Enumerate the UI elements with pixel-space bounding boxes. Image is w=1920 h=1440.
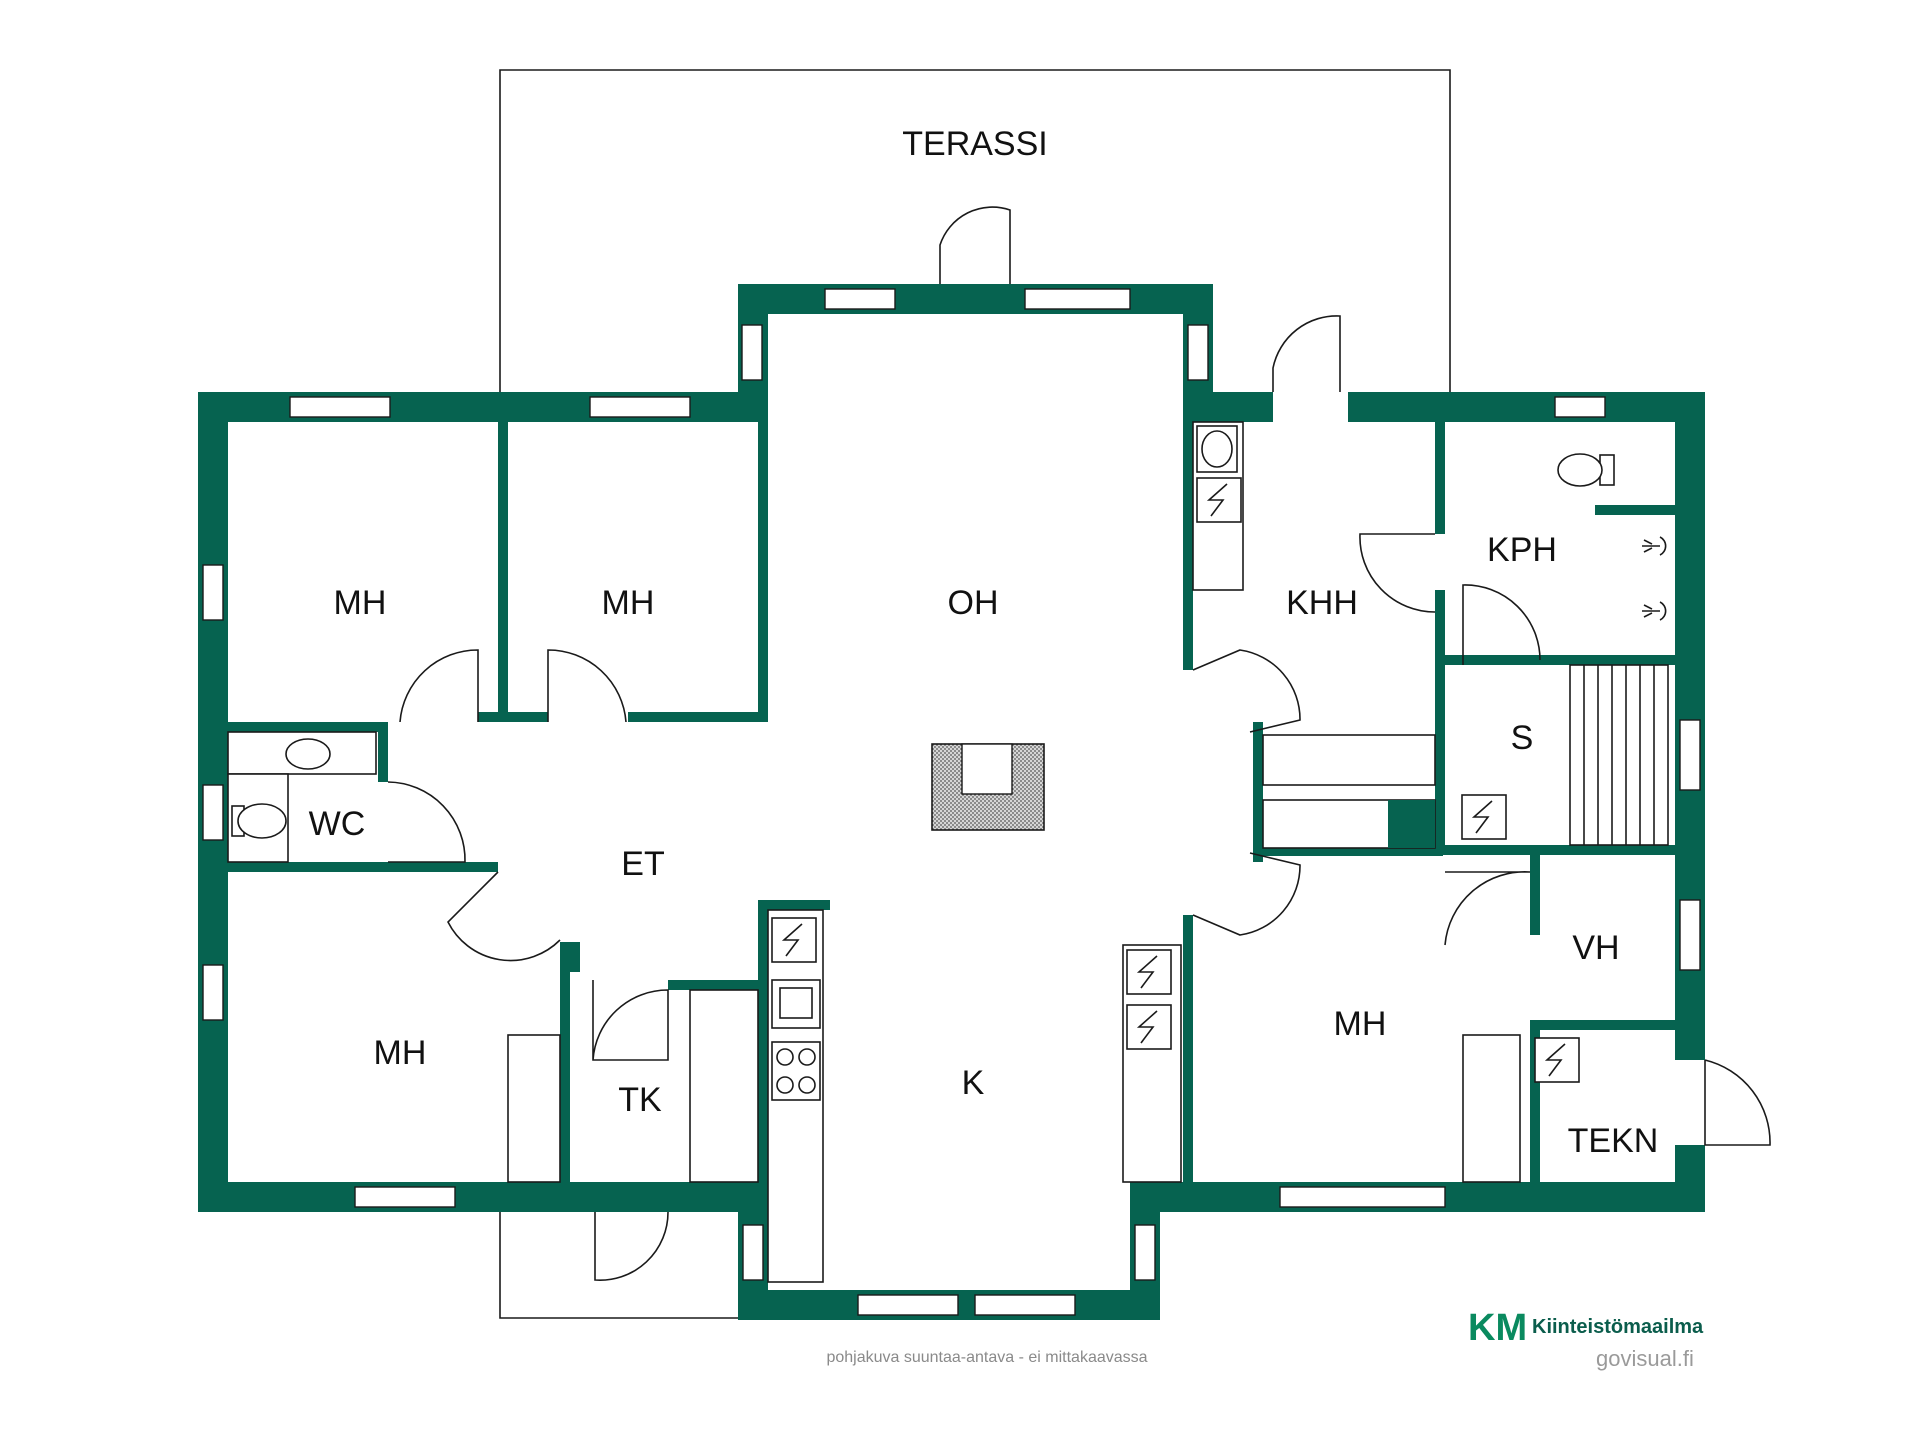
brand-logo: KM Kiinteistömaailma govisual.fi xyxy=(1468,1307,1704,1371)
room-label-vh: VH xyxy=(1572,929,1619,967)
room-label-kph: KPH xyxy=(1487,531,1557,569)
stove-icon xyxy=(771,1041,821,1101)
room-label-wc: WC xyxy=(309,805,366,843)
room-label-s: S xyxy=(1511,719,1534,757)
fireplace-icon xyxy=(931,743,1045,831)
fixtures xyxy=(227,421,1669,1283)
windows xyxy=(202,288,1701,1316)
room-label-tekn: TEKN xyxy=(1568,1122,1659,1160)
room-label-oh: OH xyxy=(948,584,999,622)
brand-name: Kiinteistömaailma xyxy=(1532,1316,1704,1338)
room-label-tk: TK xyxy=(618,1081,662,1119)
doors xyxy=(387,206,1771,1281)
room-labels: TERASSI MH MH OH KHH KPH WC ET S MH TK K… xyxy=(309,125,1659,1160)
porch-outline xyxy=(499,1210,745,1319)
room-label-khh: KHH xyxy=(1286,584,1358,622)
sauna-benches xyxy=(1569,664,1669,846)
room-label-mh-4: MH xyxy=(1334,1005,1387,1043)
site-name: govisual.fi xyxy=(1596,1346,1694,1371)
toilet-icon xyxy=(231,453,1615,839)
room-label-mh-3: MH xyxy=(374,1034,427,1072)
room-label-terassi: TERASSI xyxy=(902,125,1047,163)
brand-mark: KM xyxy=(1468,1307,1527,1349)
interior-walls xyxy=(228,422,1675,1182)
room-label-et: ET xyxy=(621,845,664,883)
disclaimer-note: pohjakuva suuntaa-antava - ei mittakaava… xyxy=(826,1349,1147,1366)
room-label-mh-2: MH xyxy=(602,584,655,622)
terrace-outline xyxy=(499,69,1451,395)
shower-icon xyxy=(1642,536,1667,621)
room-label-mh-1: MH xyxy=(334,584,387,622)
sink-icon xyxy=(285,425,1238,1029)
room-label-k: K xyxy=(962,1064,985,1102)
